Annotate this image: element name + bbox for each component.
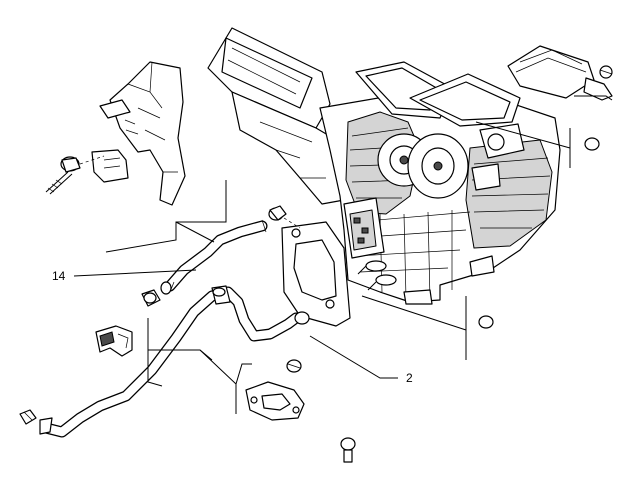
grommet-bottom xyxy=(340,437,356,463)
mounting-bracket xyxy=(91,61,186,206)
pipe-flange-gasket xyxy=(245,381,305,421)
heater-hose-long xyxy=(39,285,302,438)
leader-lines xyxy=(73,121,571,414)
hose-clamp xyxy=(141,289,161,307)
callout-label-14: 14 xyxy=(52,269,66,283)
grommet-mid-left xyxy=(294,311,310,325)
duct-gasket xyxy=(281,221,351,327)
end-clip-left xyxy=(19,409,37,425)
blower-resistor-module xyxy=(507,45,613,101)
callout-label-2: 2 xyxy=(406,371,413,385)
heater-housing xyxy=(207,27,561,305)
saddle-clip xyxy=(95,325,133,357)
push-clip xyxy=(45,155,105,195)
plug-grommet-upper xyxy=(268,205,301,229)
grommet-right xyxy=(478,315,494,329)
heater-hose-14 xyxy=(160,219,268,295)
grommet-top-right xyxy=(584,137,600,151)
grommet-lower xyxy=(286,359,302,373)
